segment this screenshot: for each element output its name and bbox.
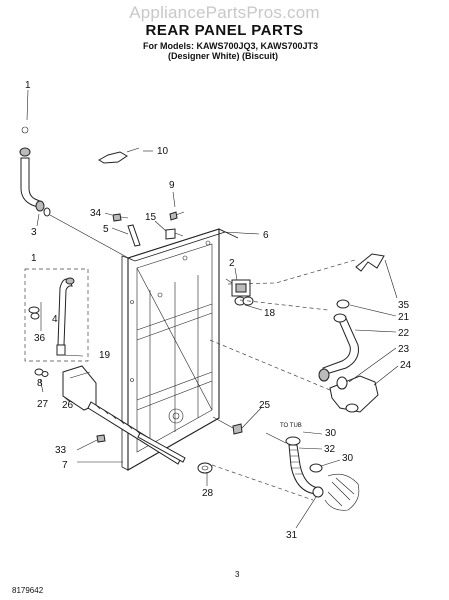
watermark: AppliancePartsPros.com [129,3,320,22]
callout-34: 34 [90,208,102,219]
callout-9: 9 [169,180,175,191]
callout-21: 21 [398,312,410,323]
to-tub-label: TO TUB [280,423,302,429]
callout-4: 4 [52,314,58,325]
inlet-hose-part [19,126,51,217]
leader-lines [26,89,399,529]
hose-fitting-part [34,365,97,411]
callout-1-top: 1 [25,80,31,91]
threaded-rod-part [87,401,186,465]
callout-22: 22 [398,328,410,339]
callout-6: 6 [263,230,269,241]
callout-5: 5 [103,224,109,235]
drain-hose-part [322,313,359,375]
callout-30-upper: 30 [325,428,337,439]
callout-31: 31 [286,530,298,541]
screws [112,211,185,240]
callout-32: 32 [324,444,336,455]
callout-1-bottom: 1 [31,253,37,264]
callout-numbers: 1 1 3 10 9 34 5 15 6 2 35 21 22 4 36 18 … [25,80,412,541]
rear-panel [121,228,239,471]
callout-7: 7 [62,460,68,471]
callout-18: 18 [264,308,276,319]
page-number: 3 [235,570,240,579]
lower-clamp-part [197,462,213,474]
callout-10: 10 [157,146,169,157]
callout-33: 33 [55,445,67,456]
clip-part [127,224,141,247]
callout-19: 19 [99,350,111,361]
inset-hose-group [24,268,89,362]
callout-26: 26 [62,400,74,411]
page-title: REAR PANEL PARTS [145,22,304,39]
models-line: For Models: KAWS700JQ3, KAWS700JT3 [143,41,319,51]
callout-24: 24 [400,360,412,371]
callout-36: 36 [34,333,46,344]
callout-28: 28 [202,488,214,499]
variants-line: (Designer White) (Biscuit) [168,51,279,61]
callout-15: 15 [145,212,157,223]
bracket-part [98,147,140,164]
callout-2: 2 [229,258,235,269]
callout-8: 8 [37,378,43,389]
pump-outlet-part [318,368,379,413]
callout-25: 25 [259,400,271,411]
hose-bracket-part [355,253,385,272]
clamp-ring-part [336,299,350,309]
callout-3: 3 [31,227,37,238]
lower-screws [96,416,243,443]
drain-connector-part [285,436,360,511]
callout-35: 35 [398,300,410,311]
callout-27: 27 [37,399,49,410]
callout-30-lower: 30 [342,453,354,464]
doc-code: 8179642 [12,586,44,595]
callout-23: 23 [398,344,410,355]
